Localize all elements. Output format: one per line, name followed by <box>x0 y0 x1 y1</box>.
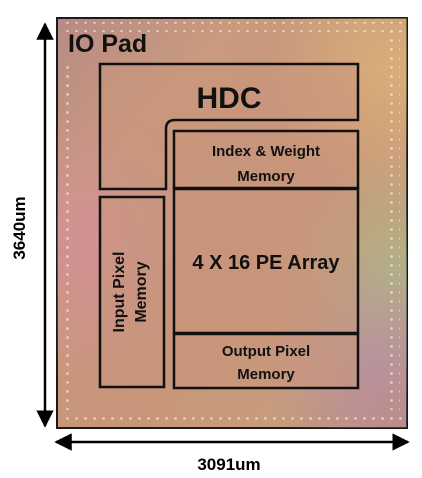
width-dimension-label: 3091um <box>197 455 260 474</box>
io-pad-label: IO Pad <box>68 30 147 58</box>
index-weight-memory-label-line2: Memory <box>237 168 295 185</box>
output-pixel-memory-label-line2: Memory <box>237 366 295 383</box>
index-weight-memory-label-line1: Index & Weight <box>212 143 320 160</box>
input-pixel-memory-label-line2: Memory <box>133 261 150 322</box>
input-pixel-memory-block <box>100 197 164 387</box>
pe-array-label: 4 X 16 PE Array <box>192 252 340 274</box>
output-pixel-memory-label-line1: Output Pixel <box>222 343 310 360</box>
input-pixel-memory-label-line1: Input Pixel <box>111 252 128 333</box>
hdc-label: HDC <box>197 82 262 115</box>
height-dimension-label: 3640um <box>10 196 29 259</box>
